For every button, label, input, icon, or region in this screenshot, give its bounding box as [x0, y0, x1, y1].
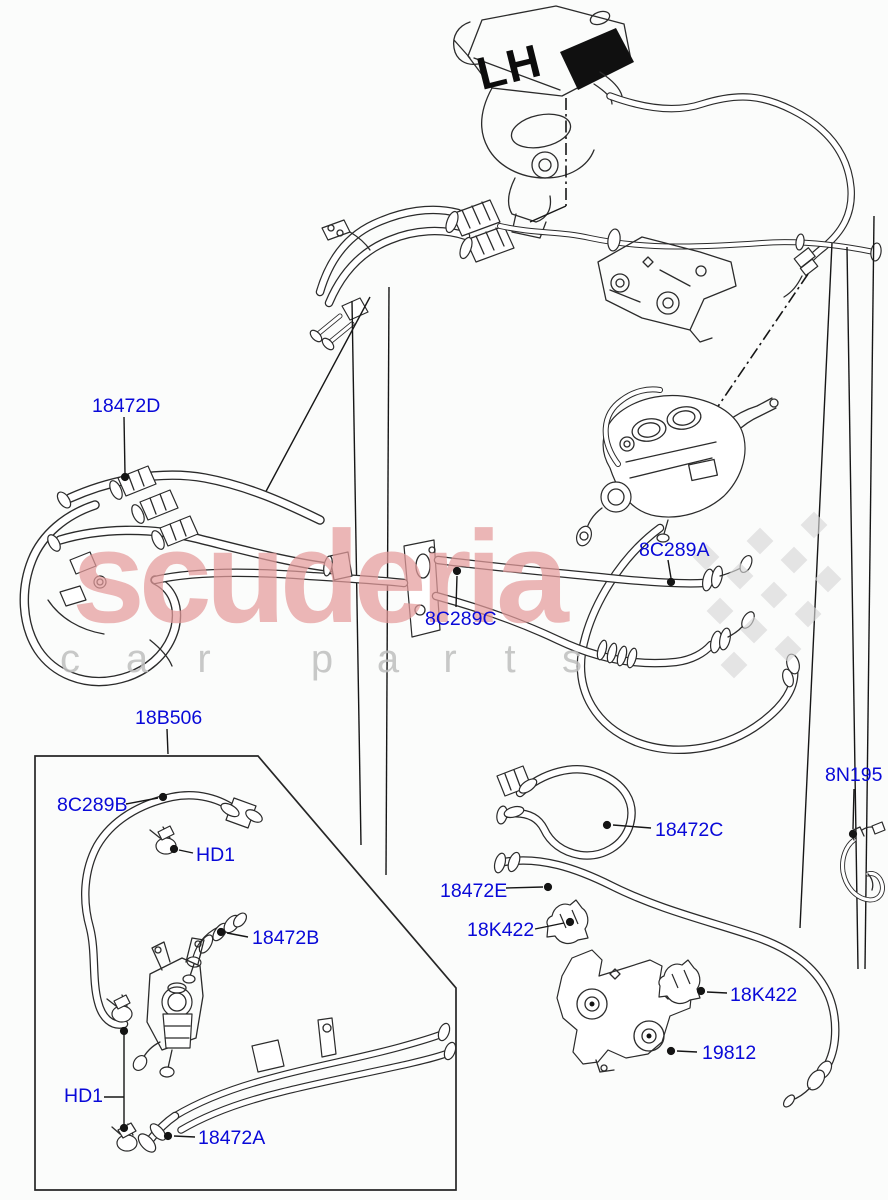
leader-line [166, 728, 169, 755]
watermark-title: scuderia [72, 503, 570, 650]
leader-dot [119, 1026, 129, 1036]
kit-box-18b506 [34, 755, 457, 1191]
leader-dot [158, 792, 168, 802]
checkered-flag [692, 511, 842, 679]
leader-dot [696, 986, 706, 996]
hose-clamp-hd1 [106, 994, 133, 1023]
leader-line [125, 797, 159, 805]
hose-assembly-18472d [24, 465, 404, 682]
black-patch [560, 28, 634, 90]
part-label-8c289b[interactable]: 8C289B [57, 794, 127, 816]
leader-line [612, 824, 652, 829]
leader-dot [120, 472, 130, 482]
part-label-18472a[interactable]: 18472A [198, 1127, 265, 1149]
leader-dot [666, 1046, 676, 1056]
leader-line [455, 575, 458, 608]
upper-pipe-assembly [309, 199, 882, 351]
part-label-18k422[interactable]: 18K422 [730, 984, 797, 1006]
leader-dot [565, 917, 575, 927]
part-label-8c289a[interactable]: 8C289A [639, 539, 709, 561]
leader-line [226, 932, 249, 938]
leader-line [852, 788, 855, 830]
part-label-8c289c[interactable]: 8C289C [425, 608, 497, 630]
watermark-letter: p [311, 637, 333, 681]
auxiliary-pump-unit [575, 389, 779, 547]
part-label-18k422[interactable]: 18K422 [467, 919, 534, 941]
pipe-assembly-18472a [111, 1017, 457, 1153]
water-valve-assembly [132, 937, 205, 1078]
leader-line [534, 922, 565, 930]
leader-dot [119, 1123, 129, 1133]
clamp-8n195 [840, 821, 886, 903]
watermark-letter: a [126, 637, 149, 681]
leader-dot [543, 882, 553, 892]
part-label-18472b[interactable]: 18472B [252, 927, 319, 949]
mounting-frame-bracket [597, 236, 737, 343]
bracket-19812 [556, 949, 693, 1073]
hose-connector-18472b [182, 912, 248, 984]
leader-line [505, 886, 544, 889]
hose-8c289b [85, 795, 263, 1024]
leader-line [178, 849, 194, 854]
watermark-letter: r [443, 637, 456, 681]
part-label-hd1[interactable]: HD1 [64, 1085, 103, 1107]
part-label-18b506[interactable]: 18B506 [135, 707, 202, 729]
part-label-8n195[interactable]: 8N195 [825, 764, 883, 786]
line-artwork: LH [24, 5, 886, 1191]
leader-dot [848, 829, 858, 839]
part-label-hd1[interactable]: HD1 [196, 844, 235, 866]
watermark-letter: a [377, 637, 400, 681]
leader-dot [216, 927, 226, 937]
leader-line [667, 559, 672, 579]
part-label-18472d[interactable]: 18472D [92, 395, 160, 417]
leader-dot [666, 577, 676, 587]
watermark-letter: t [504, 637, 515, 681]
heater-outlet-hose [529, 96, 851, 425]
leader-line [676, 1050, 698, 1053]
leader-line [173, 1135, 196, 1138]
leader-line [706, 991, 728, 994]
heater-lh-marking: LH [472, 34, 548, 100]
watermark-letter: r [197, 637, 210, 681]
hose-18472c [496, 766, 632, 855]
hose-18472e [493, 851, 836, 1108]
watermark-letter: s [562, 637, 582, 681]
leader-dot [169, 844, 179, 854]
part-label-18472e[interactable]: 18472E [440, 880, 507, 902]
leader-dot [163, 1131, 173, 1141]
pump-loop-hose [581, 528, 800, 750]
part-label-19812[interactable]: 19812 [702, 1042, 756, 1064]
leader-dot [452, 566, 462, 576]
watermark-letter: c [60, 637, 80, 681]
part-label-18472c[interactable]: 18472C [655, 819, 723, 841]
part-labels: 18472D 8C289A 8C289C 18B506 8C289B HD1 18472B H… [57, 395, 883, 1149]
leader-line [123, 416, 126, 475]
leader-dot [602, 820, 612, 830]
install-position-line [705, 273, 809, 425]
